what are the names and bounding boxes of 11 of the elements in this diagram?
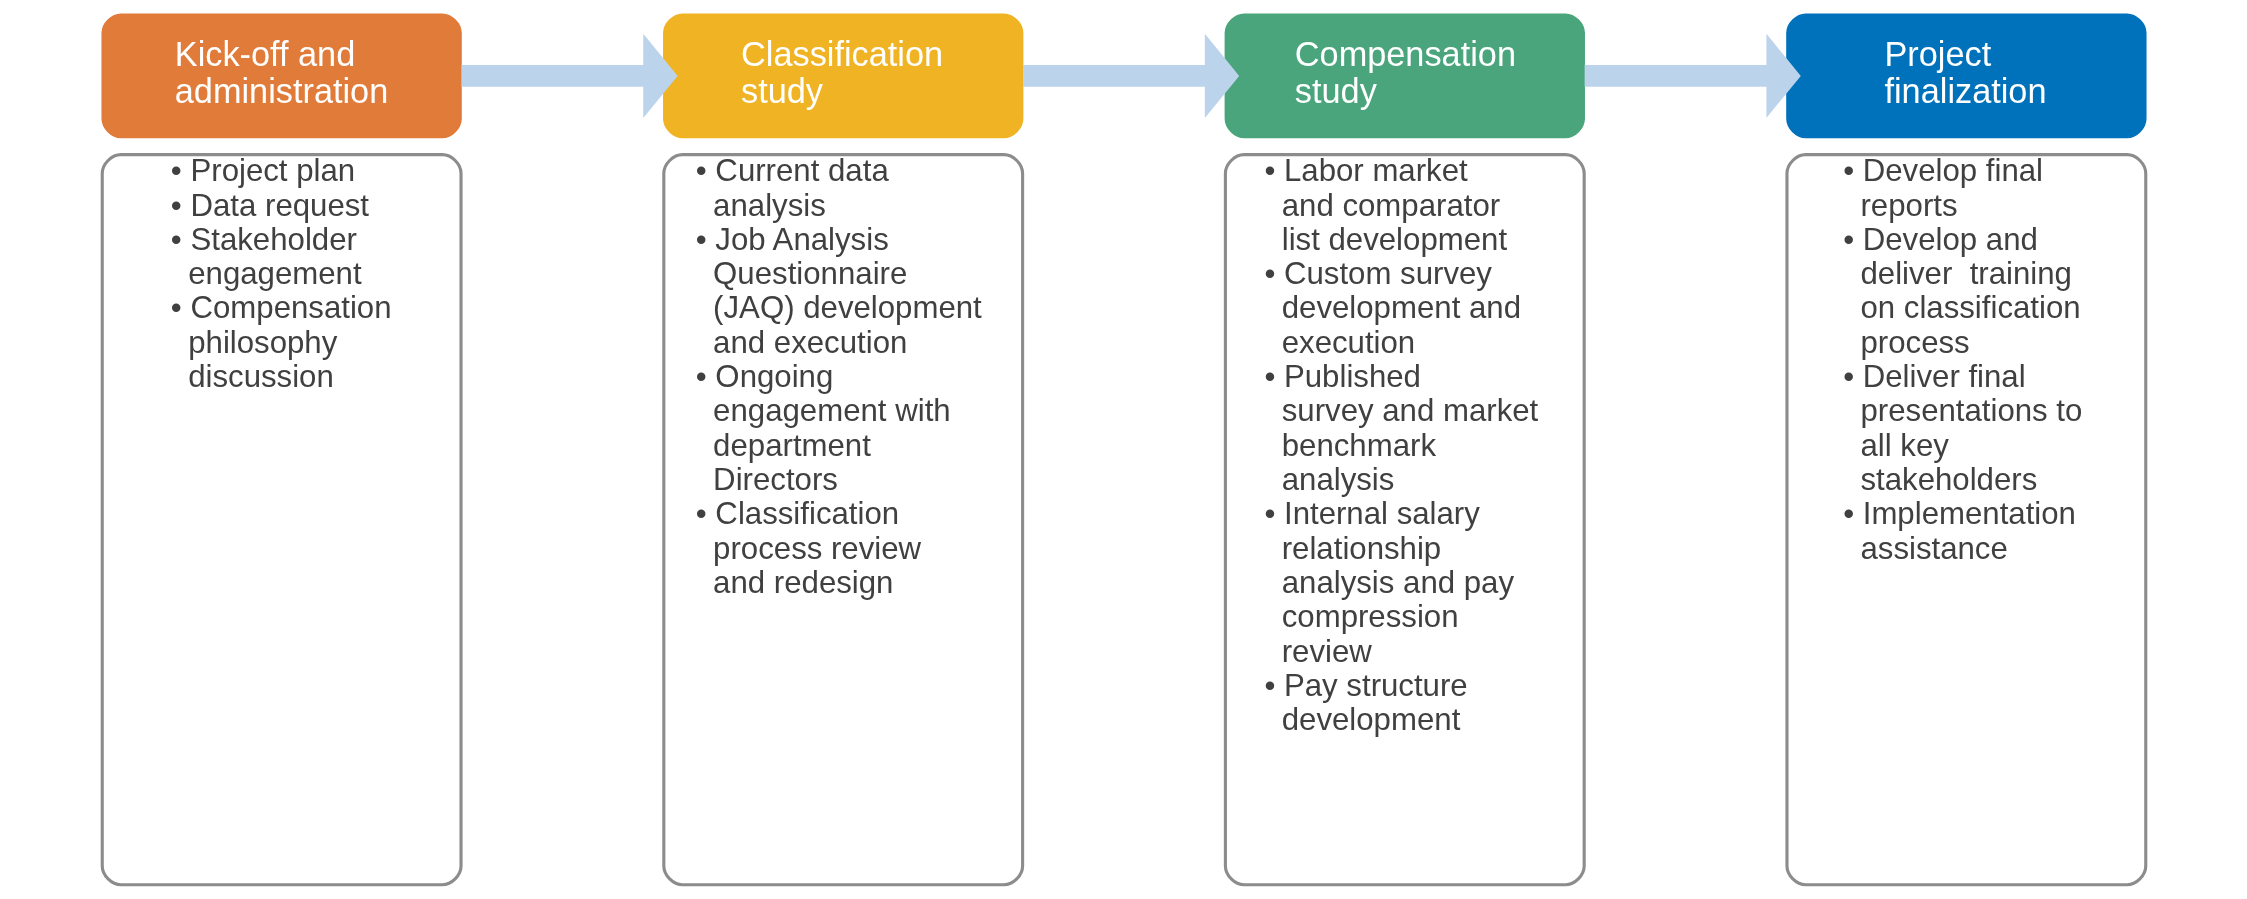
node-box: Kick-off and administration (100, 13, 462, 139)
node-box: • Labor market and comparator list development • Custom survey development and execution • Published survey and market benchmark analysis • Internal salary relationship analysis and pay compression review • Pay structure development (1223, 153, 1586, 887)
node-box: • Project plan • Data request • Stakeholder engagement • Compensation philosophy discussion (100, 153, 463, 887)
node-box: • Current data analysis • Job Analysis Questionnaire (JAQ) development and execution • Ongoing engagement with department Directors • Classification process review and redesign (661, 153, 1024, 887)
arrow (1584, 33, 1801, 118)
node-box: Compensation study (1224, 13, 1585, 139)
node-box: • Develop final reports • Develop and deliver training on classification process • Deliver final presentations to all key stakeholders • Implementation assistance (1784, 153, 2147, 887)
arrow (1022, 33, 1239, 118)
node-box: Project finalization (1785, 13, 2147, 139)
node-box: Classification study (662, 13, 1023, 139)
arrow (461, 33, 678, 118)
